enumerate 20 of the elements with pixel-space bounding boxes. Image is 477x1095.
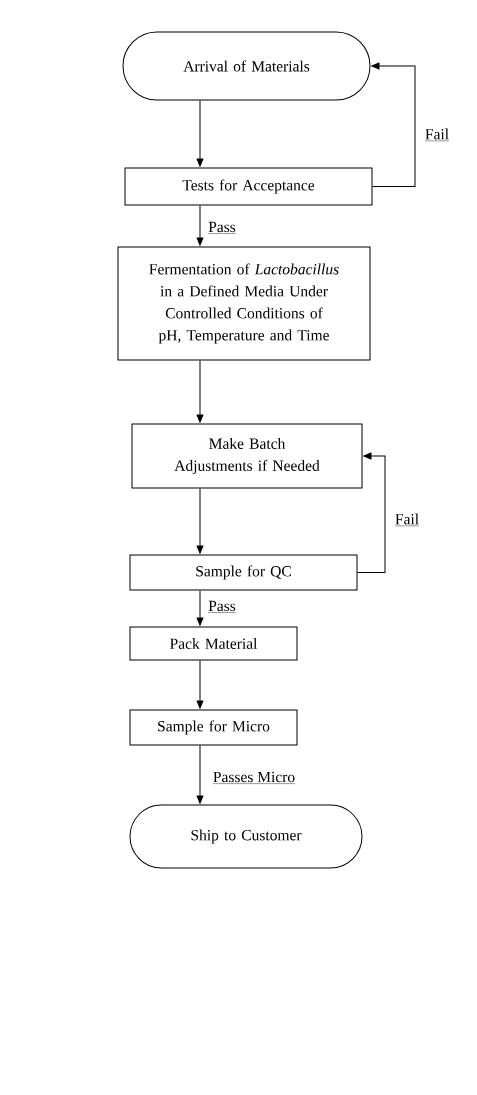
process-box: Sample for QC	[129, 554, 358, 591]
edge-label: Passes Micro	[212, 771, 296, 784]
arrow	[371, 62, 416, 187]
arrow	[196, 660, 204, 709]
process-box: Fermentation of Lactobacillus in a Defined Media Under Controlled Conditions of pH, Temperature and Time	[117, 246, 371, 361]
arrow	[196, 360, 204, 423]
process-box: Tests for Acceptance	[124, 167, 373, 206]
edge-label: Pass	[208, 221, 236, 234]
arrow	[196, 745, 204, 804]
process-box: Sample for Micro	[129, 709, 298, 746]
arrow	[196, 590, 204, 626]
arrow	[196, 205, 204, 246]
arrow	[196, 100, 204, 167]
process-box: Pack Material	[129, 626, 298, 661]
process-box: Make Batch Adjustments if Needed	[131, 423, 363, 489]
edge-label: Fail	[424, 128, 450, 142]
arrow	[357, 452, 386, 573]
edge-label: Pass	[208, 600, 236, 613]
arrow	[196, 488, 204, 554]
edge-label: Fail	[394, 513, 420, 527]
